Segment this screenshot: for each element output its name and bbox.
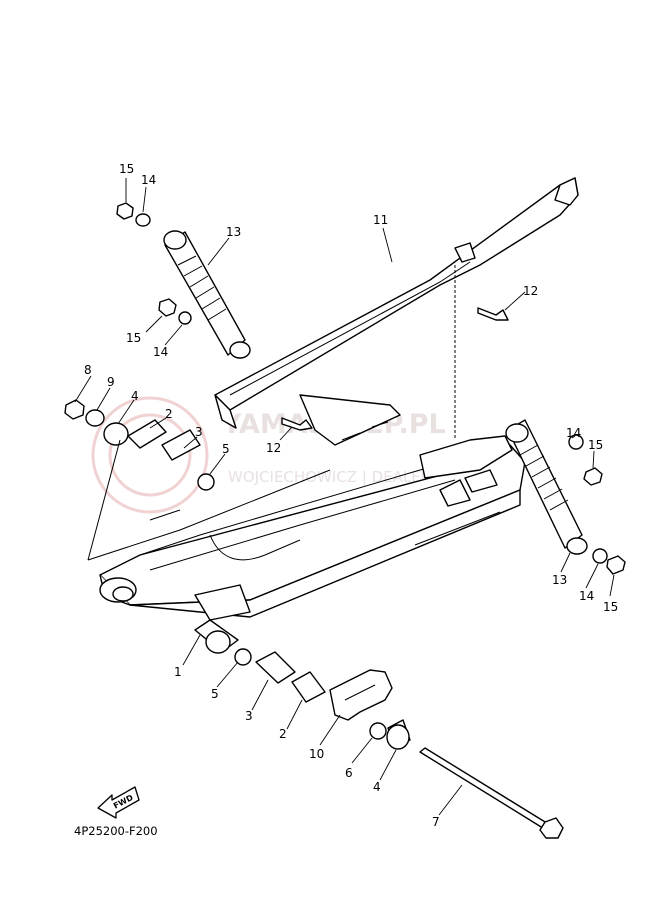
washer-9 <box>85 409 105 427</box>
fwd-arrow-icon <box>97 786 140 819</box>
leader-lines <box>74 178 615 816</box>
callout-14: 14 <box>579 589 594 603</box>
nut-top-left <box>116 202 134 220</box>
collar-3 <box>161 429 201 461</box>
callouts: 15 14 13 11 12 15 14 8 9 4 2 3 5 12 14 1… <box>84 162 618 829</box>
callout-11: 11 <box>373 213 388 227</box>
callout-1: 1 <box>174 665 182 679</box>
callout-4: 4 <box>373 780 381 794</box>
oil-seal-4 <box>103 422 129 446</box>
watermark-ring-inner <box>108 413 192 497</box>
nut-mid-left <box>158 298 177 317</box>
callout-13: 13 <box>552 573 567 587</box>
watermark-ring <box>91 396 209 514</box>
chain-puller-10 <box>329 669 393 721</box>
fwd-arrow: FWD <box>97 786 140 819</box>
axle-7-head <box>539 817 564 839</box>
callout-14: 14 <box>566 426 581 440</box>
callout-15: 15 <box>588 438 603 452</box>
callout-3: 3 <box>245 709 253 723</box>
nut-right-upper <box>583 467 603 486</box>
callout-7: 7 <box>432 815 440 829</box>
bolt-12-upper <box>477 307 509 321</box>
callout-9: 9 <box>107 375 115 389</box>
washer-mid-left <box>178 311 192 325</box>
washer-5 <box>197 473 215 491</box>
nut-right-lower <box>606 555 626 575</box>
callout-15: 15 <box>603 600 618 614</box>
bushing-2-lower <box>291 671 326 703</box>
collar-4-lower-end <box>386 724 410 750</box>
bushing-1-end <box>205 630 231 654</box>
assembly-lines <box>87 265 456 561</box>
swingarm <box>87 435 526 621</box>
callout-2: 2 <box>279 727 287 741</box>
callout-5: 5 <box>222 442 230 456</box>
callout-15: 15 <box>126 331 141 345</box>
hardware-parts <box>64 202 626 839</box>
washer-right-upper <box>568 434 584 450</box>
washer-6 <box>369 722 387 740</box>
chain-case <box>214 177 579 446</box>
callout-15: 15 <box>119 162 134 176</box>
diagram-reference-code: 4P25200-F200 <box>74 824 158 838</box>
callout-13: 13 <box>226 225 241 239</box>
callout-10: 10 <box>309 747 324 761</box>
callout-4: 4 <box>131 389 139 403</box>
bolt-12-lower <box>281 417 313 431</box>
callout-12: 12 <box>266 441 281 455</box>
collar-3-lower <box>255 651 296 684</box>
washer-right-lower <box>592 548 608 564</box>
washer-top-left <box>135 213 151 227</box>
callout-6: 6 <box>345 766 353 780</box>
callout-8: 8 <box>84 363 92 377</box>
nut-8 <box>64 399 85 420</box>
callout-14: 14 <box>141 173 156 187</box>
bushing-2 <box>127 419 167 449</box>
callout-12: 12 <box>523 284 538 298</box>
shock-absorber-left <box>163 230 251 359</box>
callout-14: 14 <box>153 345 168 359</box>
shock-absorber-right <box>505 419 588 555</box>
callout-3: 3 <box>195 425 203 439</box>
callout-5: 5 <box>211 687 219 701</box>
washer-5-lower <box>234 648 252 666</box>
callout-2: 2 <box>165 407 173 421</box>
